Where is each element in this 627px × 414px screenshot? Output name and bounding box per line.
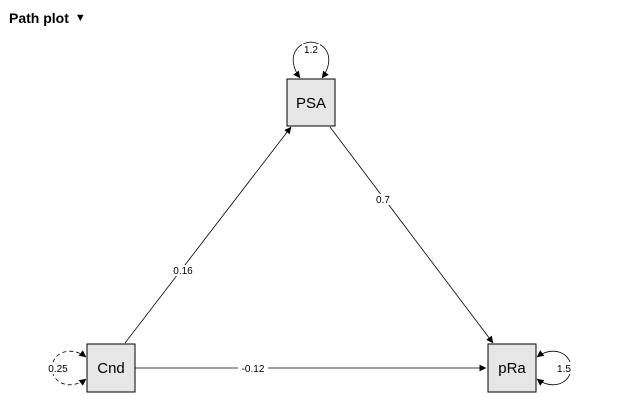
- path-plot-header[interactable]: Path plot ▼: [9, 10, 86, 26]
- page-title: Path plot: [9, 10, 69, 26]
- node-pra[interactable]: pRa: [487, 343, 537, 393]
- node-label-pra: pRa: [498, 360, 526, 377]
- node-psa[interactable]: PSA: [286, 78, 336, 127]
- node-label-psa: PSA: [296, 95, 326, 112]
- path-label-cnd-to-psa: 0.16: [173, 266, 193, 277]
- variance-label-psa: 1.2: [304, 45, 318, 56]
- variance-label-pra: 1.5: [557, 364, 571, 375]
- variance-loop-psa: [292, 41, 330, 79]
- path-psa-to-pra: [329, 126, 494, 344]
- node-label-cnd: Cnd: [97, 360, 125, 377]
- path-label-cnd-to-pra: -0.12: [242, 364, 265, 375]
- path-label-psa-to-pra: 0.7: [376, 195, 390, 206]
- triangle-down-icon[interactable]: ▼: [74, 11, 86, 24]
- variance-label-cnd: 0.25: [48, 364, 68, 375]
- node-cnd[interactable]: Cnd: [86, 343, 136, 393]
- path-cnd-to-psa: [124, 126, 292, 344]
